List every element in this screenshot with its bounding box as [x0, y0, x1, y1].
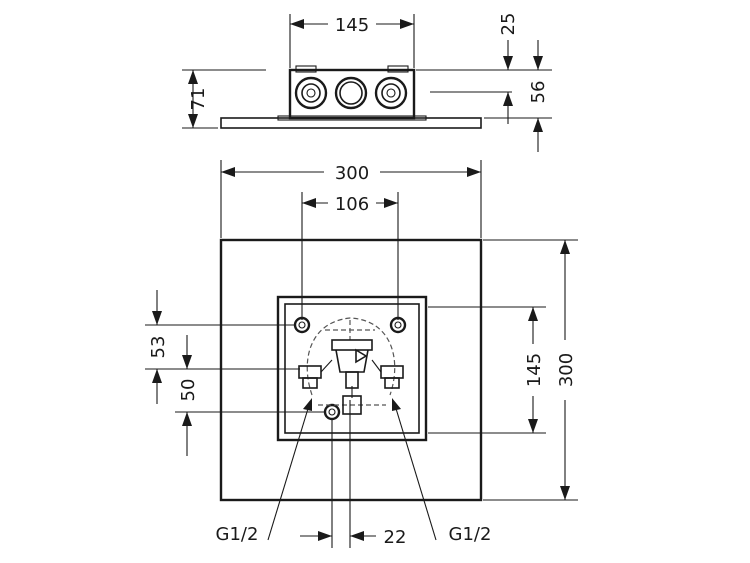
top-view-port-center [334, 76, 368, 110]
top-total-height-label: 71 [188, 88, 209, 111]
top-height-label: 56 [528, 81, 549, 104]
front-upper-offset-label: 53 [148, 336, 169, 359]
top-width-label: 145 [335, 15, 369, 36]
front-bottom-offset-label: 22 [384, 527, 407, 548]
connection-right-label: G1/2 [449, 524, 492, 545]
front-inner-spacing-label: 106 [335, 194, 369, 215]
top-depth-label: 25 [498, 13, 519, 36]
front-mounting-hole-right [389, 316, 407, 334]
front-bottom-offset-dimension: 22 [300, 400, 406, 548]
front-mounting-hole-left [293, 316, 311, 334]
connection-leader-left: G1/2 [216, 398, 312, 545]
front-outlet [323, 403, 341, 421]
top-right-dimensions: 25 56 [416, 13, 552, 152]
top-view-housing [288, 68, 416, 120]
front-lower-offset-label: 50 [178, 379, 199, 402]
front-outer-width-dimension: 300 [220, 160, 482, 238]
front-left-dimensions: 53 50 [145, 290, 326, 456]
front-inner-height-label: 145 [524, 353, 545, 387]
top-total-height-dimension: 71 [182, 69, 266, 129]
front-inner-spacing-dimension: 106 [301, 192, 399, 320]
top-view-port-left [294, 76, 328, 110]
front-inner-height-dimension: 145 [428, 306, 546, 434]
front-outer-height-label: 300 [556, 353, 577, 387]
connection-leader-right: G1/2 [392, 398, 491, 545]
connection-left-label: G1/2 [216, 524, 259, 545]
front-view: 300 106 300 [145, 160, 578, 548]
front-outer-width-label: 300 [335, 163, 369, 184]
top-width-dimension: 145 [289, 14, 415, 68]
front-outer-height-dimension: 300 [483, 239, 578, 501]
top-view-port-right [374, 76, 408, 110]
top-view: 145 71 25 56 [182, 13, 552, 152]
front-outer-plate [219, 238, 483, 502]
front-valve-body [298, 317, 404, 415]
